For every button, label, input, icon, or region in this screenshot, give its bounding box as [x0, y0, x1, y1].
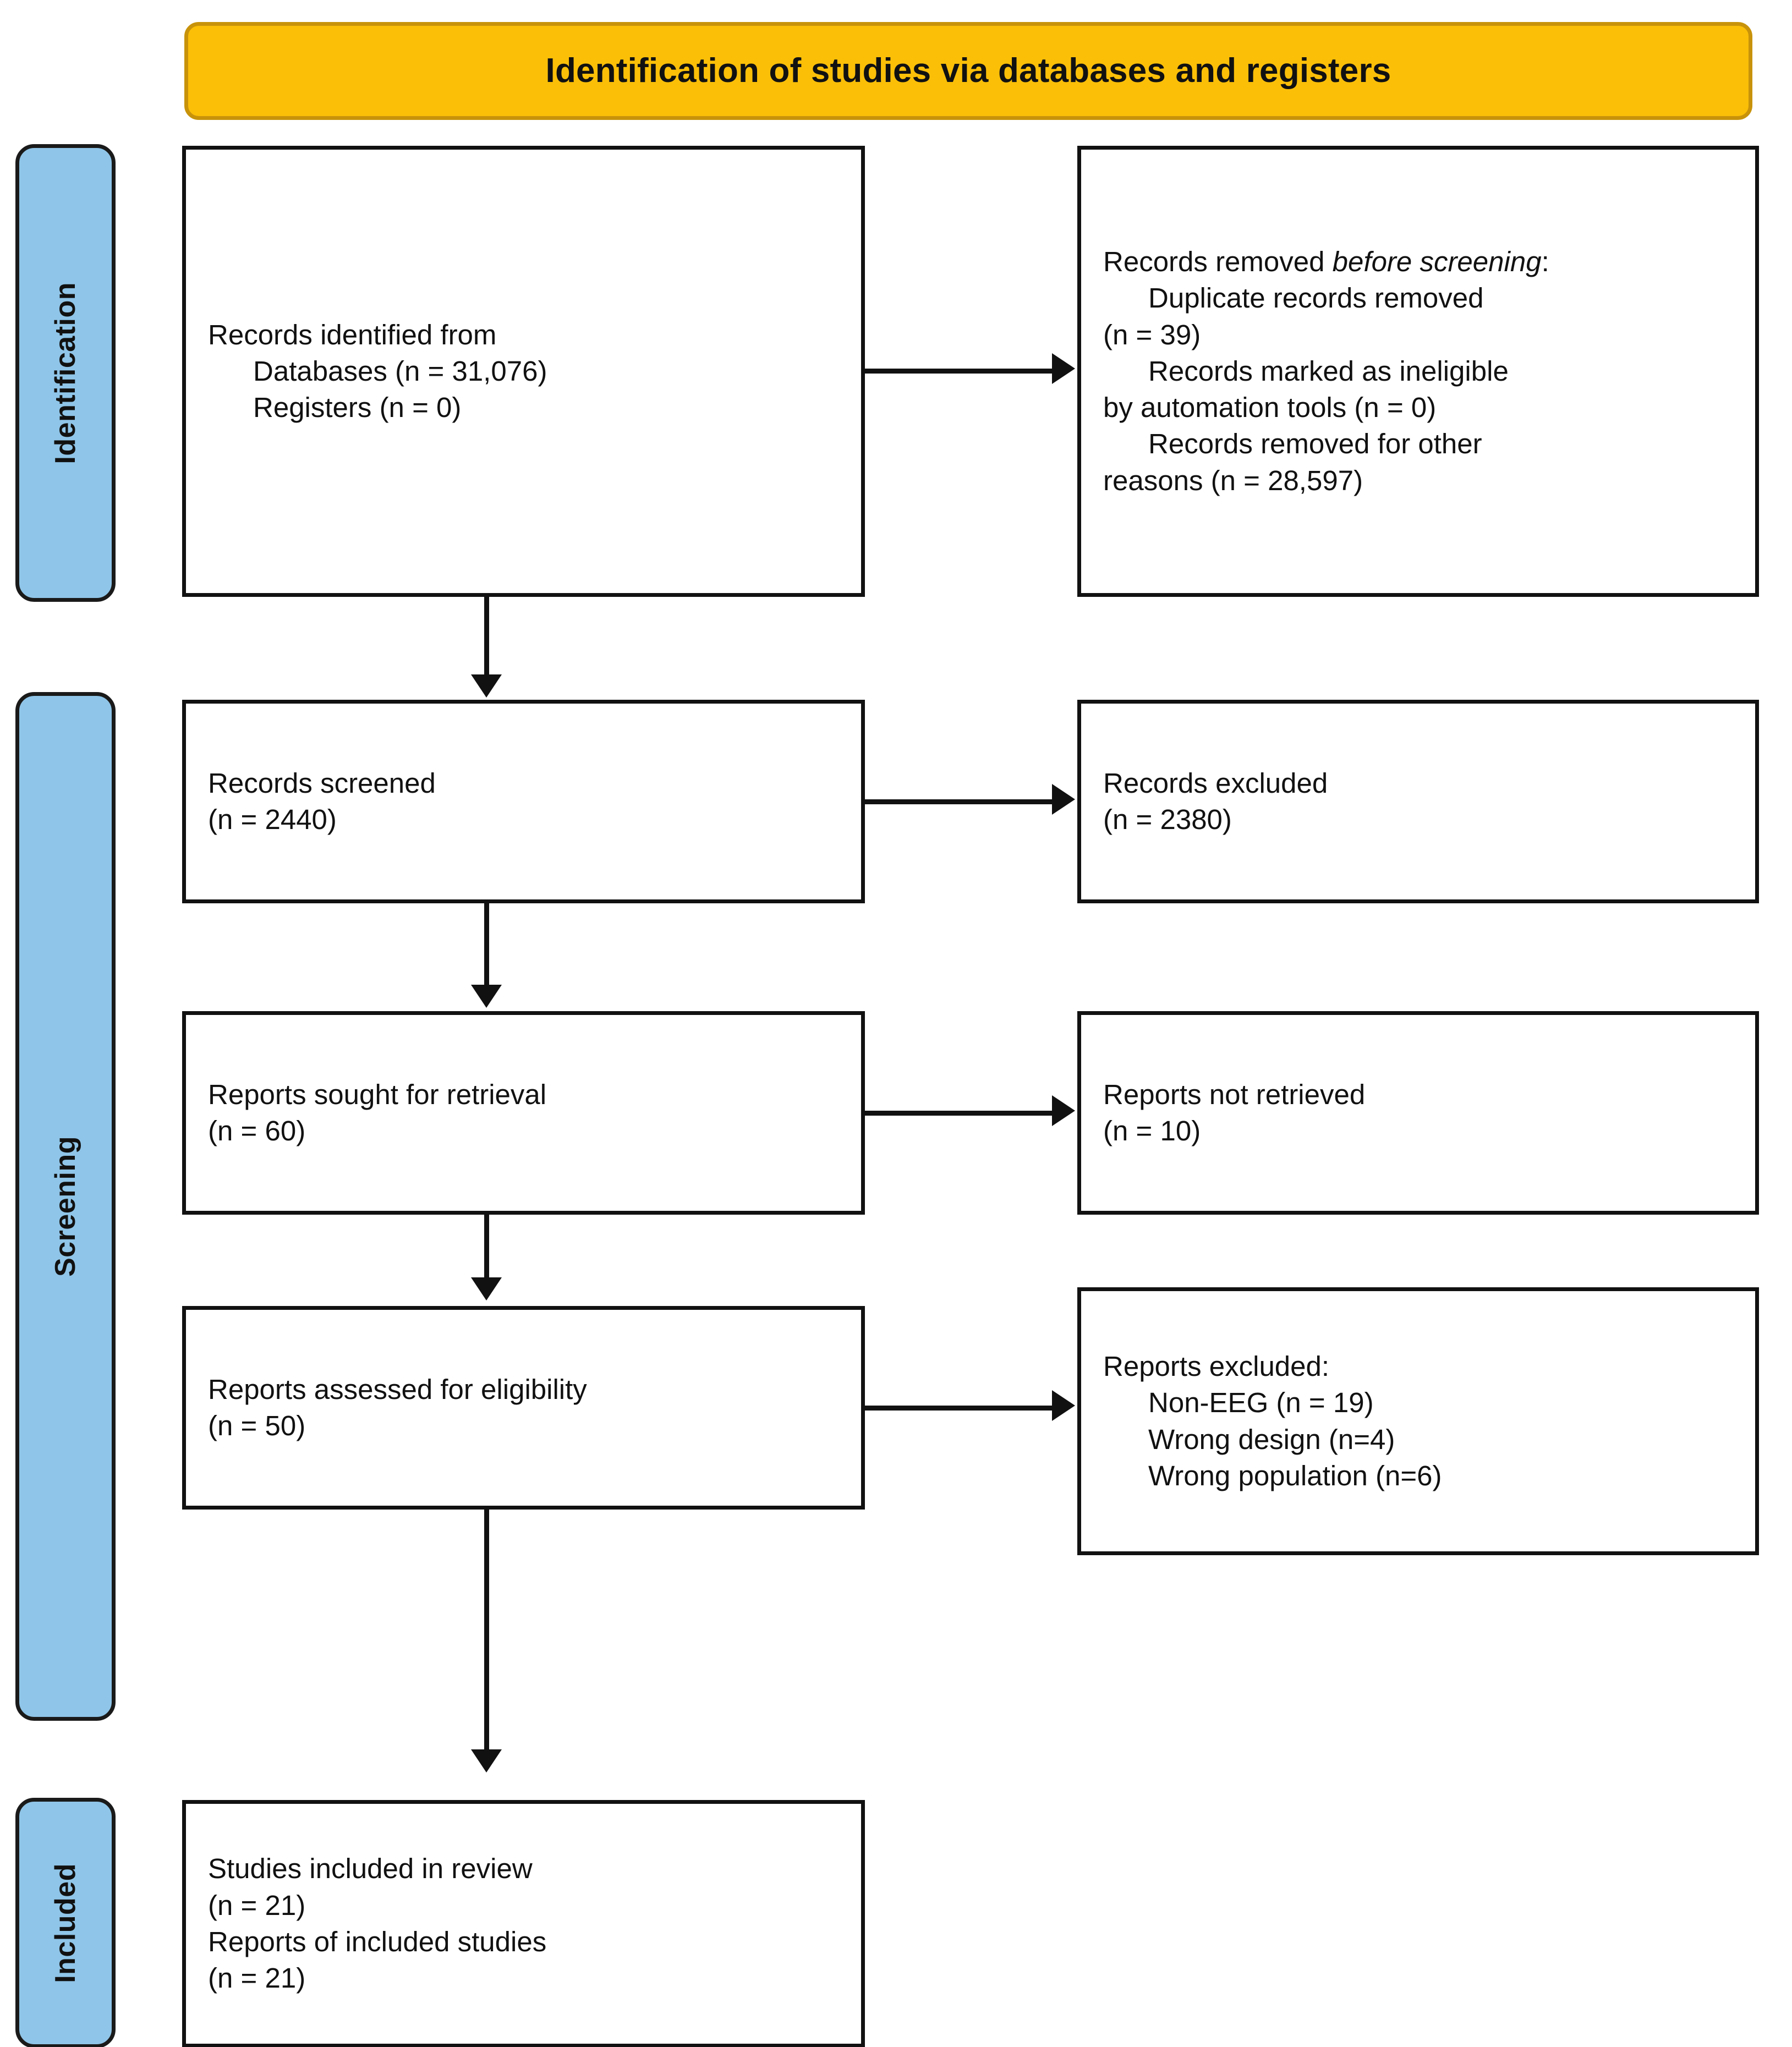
box-reports-assessed-content: Reports assessed for eligibility (n = 50… — [186, 1371, 861, 1445]
records-identified-line-1: Records identified from — [208, 319, 497, 350]
records-screened-line-1: Records screened — [208, 767, 436, 799]
reports-sought-line-1: Reports sought for retrieval — [208, 1078, 547, 1110]
diagram-title: Identification of studies via databases … — [545, 51, 1391, 90]
records-screened-line-2: (n = 2440) — [208, 804, 337, 835]
stage-label-screening: Screening — [15, 692, 116, 1721]
box-records-identified-content: Records identified from Databases (n = 3… — [186, 317, 861, 426]
records-removed-item-2a: Records marked as ineligible — [1148, 355, 1509, 387]
records-removed-heading-plain: Records removed — [1103, 245, 1333, 277]
box-reports-sought-for-retrieval: Reports sought for retrieval (n = 60) — [182, 1011, 865, 1215]
box-studies-included: Studies included in review (n = 21) Repo… — [182, 1800, 865, 2047]
studies-included-line-4: (n = 21) — [208, 1962, 306, 1994]
records-removed-item-2b: by automation tools (n = 0) — [1103, 392, 1437, 424]
stage-label-identification: Identification — [15, 144, 116, 602]
box-records-identified: Records identified from Databases (n = 3… — [182, 146, 865, 597]
box-records-excluded: Records excluded (n = 2380) — [1077, 700, 1759, 903]
records-removed-heading-colon: : — [1541, 245, 1549, 277]
records-removed-item-3b: reasons (n = 28,597) — [1103, 464, 1363, 496]
box-reports-excluded: Reports excluded: Non-EEG (n = 19) Wrong… — [1077, 1287, 1759, 1555]
records-identified-line-3: Registers (n = 0) — [253, 392, 462, 424]
records-removed-item-3a: Records removed for other — [1148, 428, 1482, 460]
reports-not-retrieved-line-2: (n = 10) — [1103, 1115, 1201, 1146]
box-reports-not-retrieved-content: Reports not retrieved (n = 10) — [1081, 1077, 1755, 1150]
stage-label-included-text: Included — [50, 1863, 81, 1983]
stage-label-screening-text: Screening — [50, 1136, 81, 1277]
box-reports-excluded-content: Reports excluded: Non-EEG (n = 19) Wrong… — [1081, 1348, 1755, 1494]
box-reports-assessed-for-eligibility: Reports assessed for eligibility (n = 50… — [182, 1306, 865, 1510]
stage-label-included: Included — [15, 1798, 116, 2047]
studies-included-line-2: (n = 21) — [208, 1889, 306, 1921]
records-removed-item-1a: Duplicate records removed — [1148, 282, 1484, 314]
records-excluded-line-1: Records excluded — [1103, 767, 1328, 799]
box-records-screened-content: Records screened (n = 2440) — [186, 765, 861, 838]
box-records-excluded-content: Records excluded (n = 2380) — [1081, 765, 1755, 838]
records-removed-heading: Records removed before screening: — [1103, 244, 1733, 280]
reports-sought-line-2: (n = 60) — [208, 1115, 306, 1146]
diagram-header-banner: Identification of studies via databases … — [184, 22, 1752, 120]
stage-label-identification-text: Identification — [50, 282, 81, 464]
reports-not-retrieved-line-1: Reports not retrieved — [1103, 1078, 1366, 1110]
box-records-screened: Records screened (n = 2440) — [182, 700, 865, 903]
studies-included-line-1: Studies included in review — [208, 1853, 533, 1885]
box-reports-not-retrieved: Reports not retrieved (n = 10) — [1077, 1011, 1759, 1215]
records-removed-heading-italic: before screening — [1332, 245, 1542, 277]
box-studies-included-content: Studies included in review (n = 21) Repo… — [186, 1851, 861, 1996]
reports-excluded-heading: Reports excluded: — [1103, 1350, 1330, 1382]
reports-assessed-line-1: Reports assessed for eligibility — [208, 1373, 587, 1405]
reports-assessed-line-2: (n = 50) — [208, 1410, 306, 1441]
box-reports-sought-content: Reports sought for retrieval (n = 60) — [186, 1077, 861, 1150]
box-records-removed-before-screening: Records removed before screening: Duplic… — [1077, 146, 1759, 597]
records-removed-item-1b: (n = 39) — [1103, 319, 1201, 350]
box-records-removed-content: Records removed before screening: Duplic… — [1081, 244, 1755, 499]
studies-included-line-3: Reports of included studies — [208, 1926, 547, 1957]
reports-excluded-item-3: Wrong population (n=6) — [1148, 1459, 1442, 1491]
reports-excluded-item-1: Non-EEG (n = 19) — [1148, 1387, 1374, 1419]
reports-excluded-item-2: Wrong design (n=4) — [1148, 1423, 1395, 1455]
records-identified-line-2: Databases (n = 31,076) — [253, 355, 547, 387]
records-excluded-line-2: (n = 2380) — [1103, 804, 1232, 835]
